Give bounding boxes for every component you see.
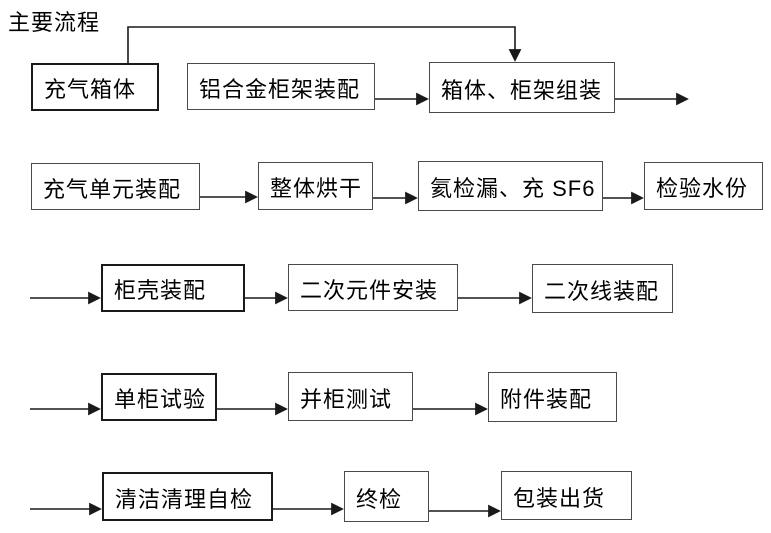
flow-node-single-cabinet-test: 单柜试验: [101, 373, 217, 421]
page-title: 主要流程: [8, 10, 101, 35]
flow-node-parallel-cabinet-test: 并柜测试: [288, 372, 413, 421]
flow-node-gas-filled-tank: 充气箱体: [31, 63, 159, 111]
flow-node-secondary-components-install: 二次元件安装: [288, 264, 458, 311]
flow-node-overall-drying: 整体烘干: [258, 162, 373, 210]
flow-node-helium-leak-test-sf6-fill: 氦检漏、充 SF6: [418, 161, 603, 211]
flow-node-box-and-frame-assembly: 箱体、柜架组装: [429, 62, 615, 113]
flow-node-secondary-wiring-assembly: 二次线装配: [532, 264, 673, 313]
flow-node-accessories-assembly: 附件装配: [488, 372, 617, 422]
arrow-top-connector: [127, 26, 522, 63]
flow-node-aluminum-frame-assembly: 铝合金柜架装配: [187, 63, 375, 110]
flow-node-final-inspection: 终检: [344, 471, 429, 522]
flow-node-cleaning-self-inspection: 清洁清理自检: [102, 472, 273, 521]
flow-node-cabinet-shell-assembly: 柜壳装配: [101, 264, 245, 312]
flow-node-moisture-inspection: 检验水份: [644, 162, 763, 210]
flow-node-gas-unit-assembly: 充气单元装配: [31, 163, 200, 210]
flow-node-packing-and-shipping: 包装出货: [501, 471, 632, 520]
